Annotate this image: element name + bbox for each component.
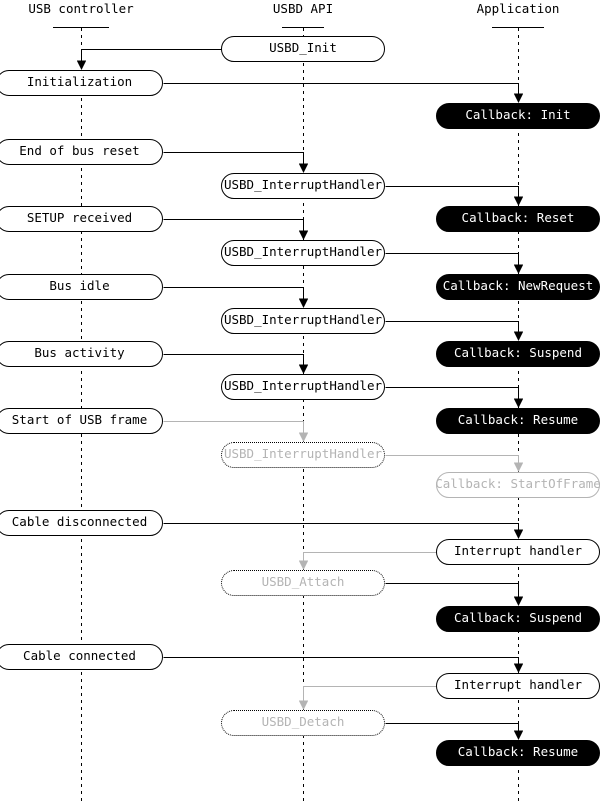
node-label-ih-4: USBD_InterruptHandler — [223, 378, 383, 394]
node-label-cable-conn: Cable connected — [23, 648, 136, 664]
node-cb-suspend-2[interactable]: Callback: Suspend — [436, 606, 600, 632]
node-label-int-handler-1: Interrupt handler — [454, 543, 582, 559]
node-label-usbd-init: USBD_Init — [269, 40, 337, 56]
connector-c6 — [385, 253, 524, 275]
connector-c3 — [163, 152, 309, 174]
node-ih-3[interactable]: USBD_InterruptHandler — [221, 308, 385, 334]
node-label-initialization: Initialization — [26, 74, 133, 90]
node-int-handler-1[interactable]: Interrupt handler — [436, 539, 600, 565]
node-usbd-init[interactable]: USBD_Init — [221, 36, 385, 62]
node-usbd-attach[interactable]: USBD_Attach — [221, 570, 385, 596]
node-cb-newrequest[interactable]: Callback: NewRequest — [436, 274, 600, 300]
node-label-ih-2: USBD_InterruptHandler — [223, 244, 383, 260]
node-label-usbd-detach: USBD_Detach — [261, 714, 345, 730]
node-start-usb-frame[interactable]: Start of USB frame — [0, 408, 163, 434]
node-cable-conn[interactable]: Cable connected — [0, 644, 163, 670]
connector-c10 — [385, 387, 524, 409]
connector-c18 — [385, 723, 524, 741]
connector-c4 — [385, 186, 524, 207]
connector-c9 — [163, 354, 309, 375]
node-ih-1[interactable]: USBD_InterruptHandler — [221, 173, 385, 199]
lifeline-label-usbd-api: USBD API — [272, 1, 334, 16]
connector-c13 — [163, 523, 524, 540]
connector-c8 — [385, 321, 524, 342]
lifeline-head-rule-usb-controller — [53, 27, 109, 28]
node-ih-4[interactable]: USBD_InterruptHandler — [221, 374, 385, 400]
node-cb-resume-2[interactable]: Callback: Resume — [436, 740, 600, 766]
node-setup-received[interactable]: SETUP received — [0, 206, 163, 232]
node-label-ih-1: USBD_InterruptHandler — [223, 177, 383, 193]
node-label-int-handler-2: Interrupt handler — [454, 677, 582, 693]
connector-c7 — [163, 287, 309, 309]
node-label-cb-startofframe: Callback: StartOfFrame — [435, 476, 600, 492]
node-bus-activity[interactable]: Bus activity — [0, 341, 163, 367]
lifeline-head-rule-application — [492, 27, 544, 28]
node-label-bus-idle: Bus idle — [49, 278, 110, 294]
connector-c1 — [76, 49, 222, 71]
node-label-usbd-attach: USBD_Attach — [261, 574, 345, 590]
node-label-cb-suspend-1: Callback: Suspend — [454, 345, 582, 361]
node-label-cb-reset: Callback: Reset — [461, 210, 575, 226]
node-label-cb-init: Callback: Init — [465, 107, 571, 123]
node-label-cb-resume-2: Callback: Resume — [457, 744, 579, 760]
node-label-cable-disconn: Cable disconnected — [11, 514, 148, 530]
node-label-end-bus-reset: End of bus reset — [19, 143, 140, 159]
node-label-cb-suspend-2: Callback: Suspend — [454, 610, 582, 626]
connector-c16 — [163, 657, 524, 674]
node-cb-startofframe[interactable]: Callback: StartOfFrame — [435, 472, 600, 498]
lifeline-head-rule-usbd-api — [282, 27, 324, 28]
node-cb-resume-1[interactable]: Callback: Resume — [436, 408, 600, 434]
node-label-ih-3: USBD_InterruptHandler — [223, 312, 383, 328]
node-cb-reset[interactable]: Callback: Reset — [436, 206, 600, 232]
node-label-ih-5-faded: USBD_InterruptHandler — [223, 446, 383, 462]
node-int-handler-2[interactable]: Interrupt handler — [436, 673, 600, 699]
node-cable-disconn[interactable]: Cable disconnected — [0, 510, 163, 536]
connector-c15 — [385, 583, 524, 607]
node-cb-suspend-1[interactable]: Callback: Suspend — [436, 341, 600, 367]
node-label-cb-resume-1: Callback: Resume — [457, 412, 579, 428]
connector-c11 — [163, 421, 309, 443]
node-label-setup-received: SETUP received — [26, 210, 133, 226]
node-label-cb-newrequest: Callback: NewRequest — [442, 278, 594, 294]
node-usbd-detach[interactable]: USBD_Detach — [221, 710, 385, 736]
node-initialization[interactable]: Initialization — [0, 70, 163, 96]
node-bus-idle[interactable]: Bus idle — [0, 274, 163, 300]
connector-c17 — [298, 686, 437, 711]
connector-c12 — [385, 455, 524, 473]
node-label-start-usb-frame: Start of USB frame — [11, 412, 148, 428]
lifeline-label-usb-controller: USB controller — [28, 1, 134, 16]
node-cb-init[interactable]: Callback: Init — [436, 103, 600, 129]
lifeline-label-application: Application — [476, 1, 560, 16]
connector-c2 — [163, 83, 524, 104]
connector-c14 — [298, 552, 437, 571]
connector-c5 — [163, 219, 309, 241]
node-ih-5-faded[interactable]: USBD_InterruptHandler — [221, 442, 385, 468]
node-end-bus-reset[interactable]: End of bus reset — [0, 139, 163, 165]
node-ih-2[interactable]: USBD_InterruptHandler — [221, 240, 385, 266]
node-label-bus-activity: Bus activity — [34, 345, 125, 361]
